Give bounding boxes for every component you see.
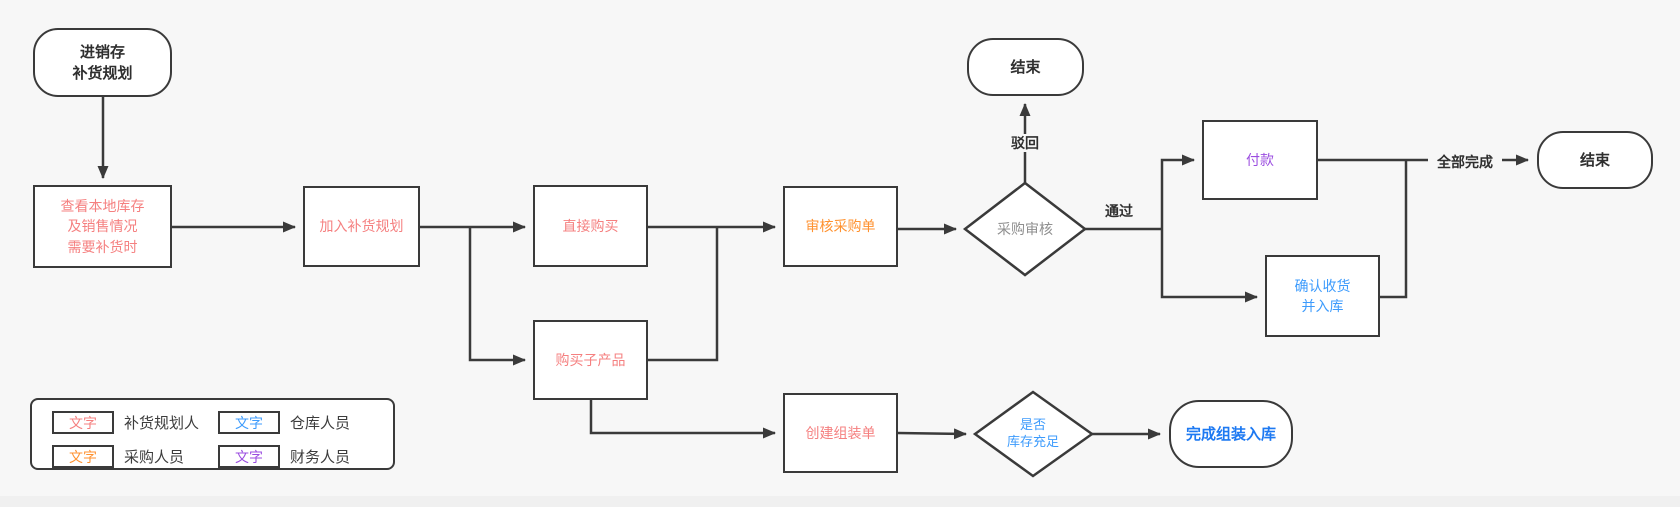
audit-purchase-order-node[interactable]: 审核采购单 [783,186,898,267]
buy-sub-product-node[interactable]: 购买子产品 [533,320,648,400]
legend-chip-replenishment-planner: 文字 [52,411,114,434]
finish-assembly-inbound-node[interactable]: 完成组装入库 [1169,400,1293,468]
edge-label-reject: 驳回 [995,134,1055,152]
canvas-bottom-edge [0,496,1680,507]
confirm-receipt-node[interactable]: 确认收货 并入库 [1265,255,1380,337]
edge-pass-to-pay [1160,154,1195,229]
add-plan-node[interactable]: 加入补货规划 [303,186,420,267]
legend-label-warehouse-staff: 仓库人员 [290,415,351,432]
legend-row: 文字 补货规划人 文字 仓库人员 [52,411,393,434]
end-right-node[interactable]: 结束 [1537,131,1653,189]
legend-label-finance-staff: 财务人员 [290,449,351,466]
decision-purchase-review[interactable] [962,181,1088,277]
legend-chip-finance-staff: 文字 [218,445,280,468]
direct-buy-node[interactable]: 直接购买 [533,185,648,267]
legend-label-replenishment-planner: 补货规划人 [124,415,200,432]
legend-chip-warehouse-staff: 文字 [218,411,280,434]
edge-confirm-receipt-join [1380,161,1408,299]
legend-chip-procurement-staff: 文字 [52,445,114,468]
edge-buy-sub-join-audit-po [648,227,719,362]
start-node[interactable]: 进销存 补货规划 [33,28,172,97]
edge-label-pass: 通过 [1097,202,1141,220]
edge-pass-to-confirm-receipt [1160,229,1258,303]
end-top-node[interactable]: 结束 [967,38,1084,96]
decision-stock-sufficient[interactable] [972,390,1095,478]
edge-create-assembly-to-stock-check [897,428,967,440]
create-assembly-order-node[interactable]: 创建组装单 [783,393,898,473]
edge-add-plan-to-buy-sub-product [468,227,526,366]
edge-buy-sub-to-create-assembly [589,400,776,439]
pay-node[interactable]: 付款 [1202,120,1318,200]
legend-row: 文字 采购人员 文字 财务人员 [52,445,393,468]
legend-label-procurement-staff: 采购人员 [124,449,185,466]
check-stock-node[interactable]: 查看本地库存 及销售情况 需要补货时 [33,185,172,268]
legend-box: 文字 补货规划人 文字 仓库人员 文字 采购人员 文字 财务人员 [30,398,395,470]
edge-label-all-done: 全部完成 [1428,153,1502,171]
